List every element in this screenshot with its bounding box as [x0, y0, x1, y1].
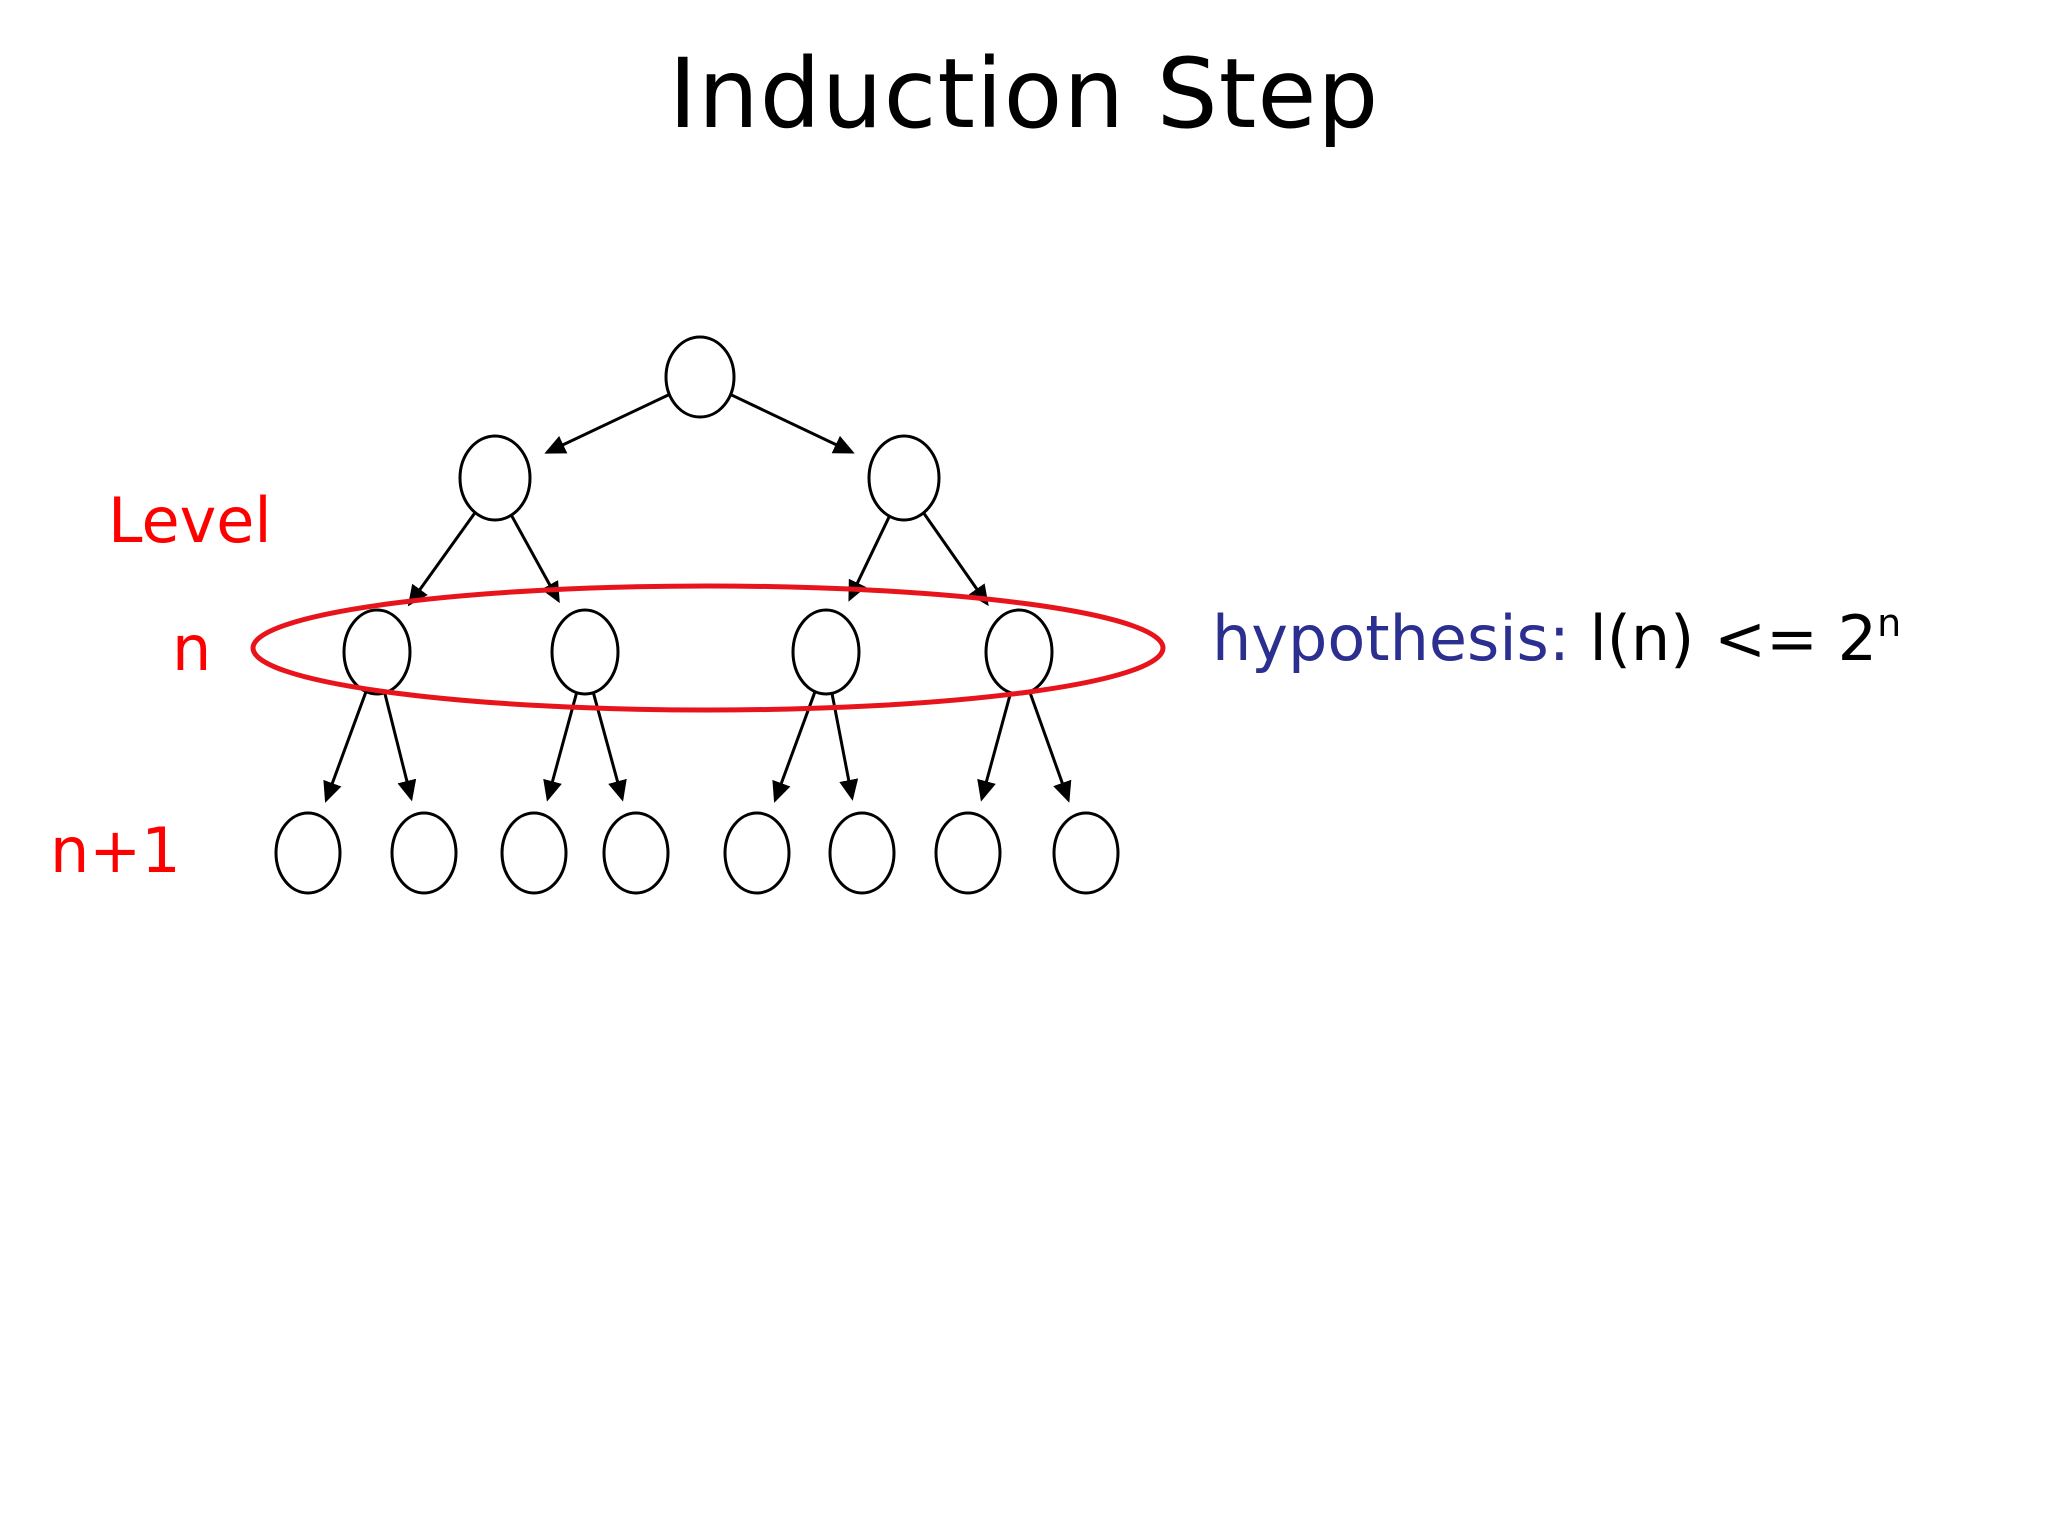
tree-edge	[508, 511, 560, 604]
tree-edge	[1027, 688, 1072, 803]
hypothesis-keyword: hypothesis:	[1212, 602, 1570, 675]
hypothesis-annotation: hypothesis: l(n) <= 2n	[1212, 604, 1901, 670]
tree-edge	[323, 688, 369, 803]
tree-node	[984, 608, 1054, 696]
tree-node	[390, 811, 458, 895]
tree-node	[791, 608, 861, 696]
tree-node	[274, 811, 342, 895]
tree-edge	[920, 509, 989, 607]
tree-edge	[591, 689, 627, 802]
tree-edges	[323, 391, 1072, 803]
tree-node	[602, 811, 670, 895]
tree-node	[934, 811, 1002, 895]
tree-node	[664, 335, 736, 419]
tree-edge	[829, 689, 859, 801]
hypothesis-formula-base: l(n) <= 2	[1589, 602, 1878, 675]
tree-edge	[543, 689, 579, 802]
page-title: Induction Step	[668, 38, 1380, 150]
level-n-highlight-ellipse	[250, 583, 1166, 713]
tree-node	[723, 811, 791, 895]
tree-edge	[848, 512, 893, 602]
level-n-plus-1-label: n+1	[50, 814, 181, 887]
tree-edge	[544, 391, 673, 454]
tree-edge	[977, 689, 1013, 802]
tree-edge	[727, 391, 855, 454]
level-n-label: n	[172, 612, 212, 685]
level-word-label: Level	[108, 484, 272, 557]
tree-node	[458, 434, 532, 522]
tree-node	[550, 608, 620, 696]
tree-edge	[407, 509, 479, 607]
tree-edge	[772, 688, 818, 803]
tree-nodes	[274, 335, 1120, 895]
tree-node	[867, 434, 941, 522]
hypothesis-formula-exponent: n	[1877, 601, 1902, 645]
tree-node	[500, 811, 568, 895]
tree-edge	[382, 689, 417, 802]
tree-node	[828, 811, 896, 895]
tree-node	[342, 608, 412, 696]
tree-node	[1052, 811, 1120, 895]
